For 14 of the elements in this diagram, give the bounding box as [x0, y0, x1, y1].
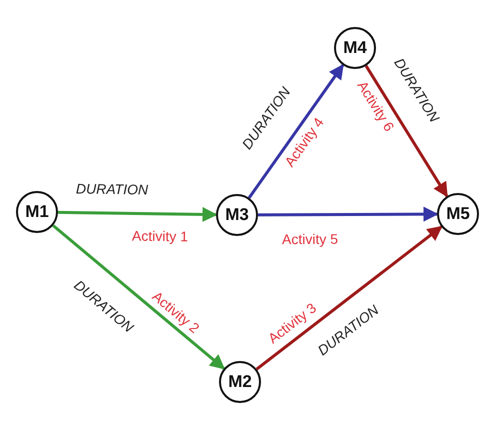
- milestone-circle: M4: [334, 27, 376, 69]
- edge-label: Activity 1: [132, 228, 188, 244]
- arrow: [258, 206, 438, 222]
- edge-label: Activity 5: [282, 232, 338, 246]
- arrow: [248, 64, 344, 199]
- duration-label: DURATION: [76, 181, 148, 197]
- arrow: [52, 224, 226, 370]
- arrow: [58, 206, 218, 222]
- milestone-circle: M1: [16, 191, 58, 233]
- arrow: [364, 65, 448, 198]
- milestone-circle: M3: [216, 194, 258, 236]
- milestone-circle: M2: [219, 361, 261, 403]
- milestone-circle: M5: [437, 193, 479, 235]
- arrow: [256, 226, 443, 370]
